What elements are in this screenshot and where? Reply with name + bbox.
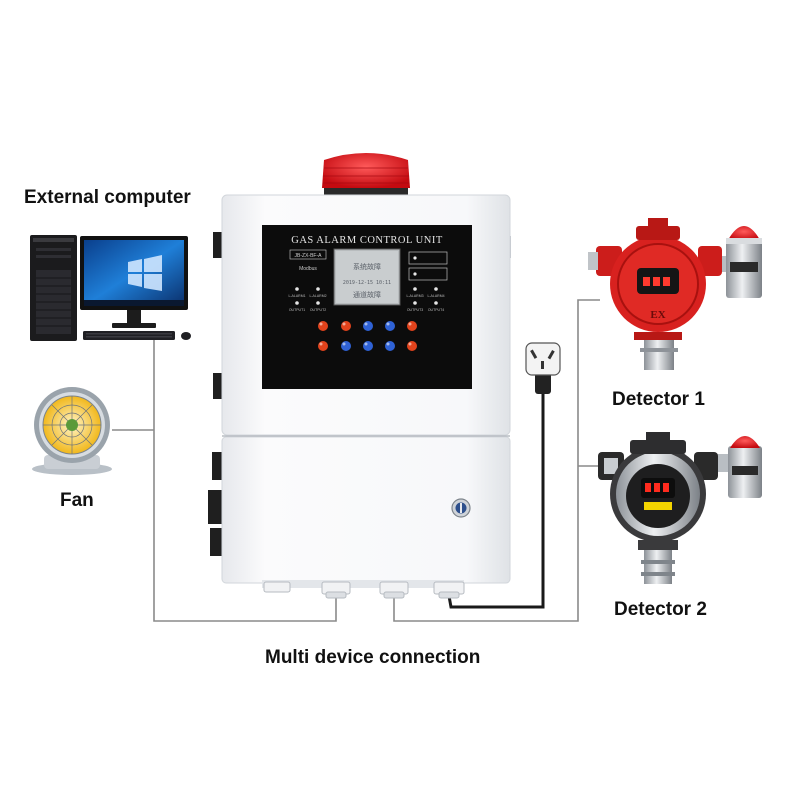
right-led-group: L-ALARM3 L-ALARM4 OUTPUT3 OUTPUT4 <box>406 287 445 312</box>
label-detector-2: Detector 2 <box>614 599 707 620</box>
panel-button[interactable] <box>318 341 328 351</box>
led-indicator <box>295 301 299 305</box>
status-led <box>413 256 417 260</box>
led-label: OUTPUT1 <box>289 308 305 312</box>
wire-computer <box>153 338 337 622</box>
led-indicator <box>434 287 438 291</box>
panel-button[interactable] <box>385 341 395 351</box>
gas-alarm-control-unit: GAS ALARM CONTROL UNIT JB-ZX-BF-A Modbus… <box>208 153 511 599</box>
left-led-group: L-ALARM1 L-ALARM2 OUTPUT1 OUTPUT2 <box>288 287 327 312</box>
led-indicator <box>316 301 320 305</box>
panel-button[interactable] <box>407 321 417 331</box>
panel-button[interactable] <box>341 341 351 351</box>
wire-detector1 <box>393 299 600 622</box>
led-label: L-ALARM1 <box>288 294 305 298</box>
panel-title: GAS ALARM CONTROL UNIT <box>291 235 443 246</box>
status-indicator-boxes <box>408 251 448 281</box>
label-external-computer: External computer <box>24 187 191 208</box>
power-cord <box>447 392 545 609</box>
led-indicator <box>295 287 299 291</box>
power-plug-icon <box>525 342 561 394</box>
connection-wires <box>112 299 603 622</box>
monitor-screen <box>84 240 184 306</box>
label-fan: Fan <box>60 490 94 511</box>
pc-mouse <box>181 332 191 340</box>
panel-model: JB-ZX-BF-A <box>295 253 323 259</box>
cable-glands <box>262 580 465 599</box>
led-label: OUTPUT4 <box>428 308 444 312</box>
led-label: L-ALARM3 <box>406 294 423 298</box>
panel-button[interactable] <box>363 321 373 331</box>
led-indicator <box>434 301 438 305</box>
detector-2-icon <box>598 432 762 584</box>
detector-1-beacon-icon <box>716 226 762 298</box>
detector-1-marking: EX <box>650 309 665 321</box>
keypad <box>318 321 417 351</box>
led-label: L-ALARM2 <box>309 294 326 298</box>
panel-button[interactable] <box>318 321 328 331</box>
status-led <box>413 272 417 276</box>
lcd-line-2: 2019-12-15 10:11 <box>343 280 391 286</box>
lcd-line-1: 系统故障 <box>353 262 381 271</box>
panel-comm: Modbus <box>299 266 317 272</box>
detector-2-beacon-icon <box>716 436 762 498</box>
led-indicator <box>316 287 320 291</box>
led-indicator <box>413 301 417 305</box>
led-label: OUTPUT3 <box>407 308 423 312</box>
panel-button[interactable] <box>341 321 351 331</box>
panel-button[interactable] <box>385 321 395 331</box>
windows-logo-icon <box>128 255 162 291</box>
led-label: L-ALARM4 <box>427 294 444 298</box>
key-lock-icon <box>451 498 471 518</box>
lcd-line-3: 通道故障 <box>353 290 381 299</box>
panel-button[interactable] <box>407 341 417 351</box>
pc-keyboard <box>83 331 175 340</box>
label-multi-device-connection: Multi device connection <box>265 647 481 668</box>
panel-button[interactable] <box>363 341 373 351</box>
fan-icon <box>32 387 112 475</box>
alarm-beacon-icon <box>322 153 410 198</box>
detector-1-icon: EX <box>588 218 762 370</box>
label-detector-1: Detector 1 <box>612 389 705 410</box>
led-label: OUTPUT2 <box>310 308 326 312</box>
led-indicator <box>413 287 417 291</box>
external-computer-icon <box>30 235 191 341</box>
